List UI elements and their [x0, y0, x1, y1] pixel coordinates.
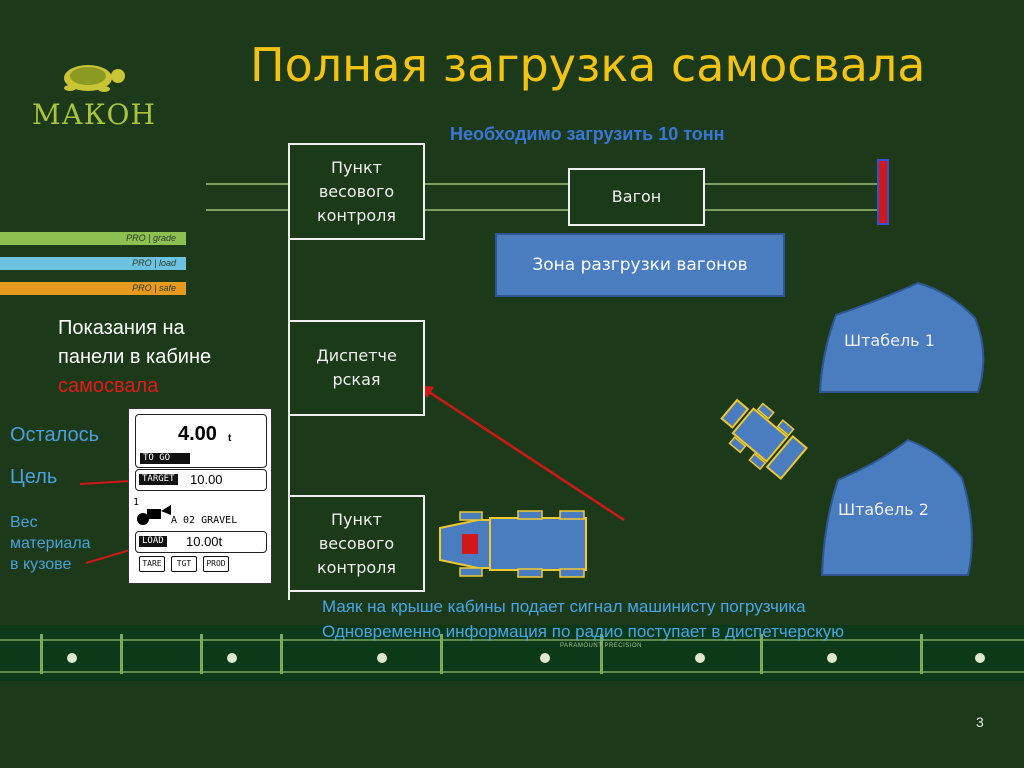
footnote-line1: Маяк на крыше кабины подает сигнал машин…: [322, 597, 806, 616]
page-title: Полная загрузка самосвала: [250, 38, 926, 92]
subtitle: Необходимо загрузить 10 тонн: [450, 124, 725, 144]
track-markers: [40, 634, 923, 674]
stockpile-shape-1: [818, 281, 985, 393]
target-tag: TARGET: [139, 474, 178, 485]
target-value: 10.00: [190, 472, 223, 487]
material-id: 1: [133, 497, 140, 508]
label-weight-line1: Вес: [10, 514, 38, 531]
material-code: A 02 GRAVEL: [171, 515, 238, 526]
stockpile-label-1: Штабель 1: [844, 331, 935, 350]
box-wagon: Вагон: [568, 168, 705, 226]
stockpile-label-2: Штабель 2: [838, 500, 929, 519]
stockpile-shape-2: [820, 438, 973, 576]
softkey-tare[interactable]: TARE: [139, 556, 165, 572]
cab-display-panel: 4.00 t TO GO TARGET 10.00 1 A 02 GRAVEL L…: [128, 408, 272, 584]
lcd-load: LOAD 10.00t: [135, 531, 267, 553]
softkey-prod[interactable]: PROD: [203, 556, 229, 572]
track-text: PARAMOUNT PRECISION: [560, 643, 642, 649]
box-weigh-top: Пункт весового контроля: [288, 143, 425, 240]
radio-arrow-line: [425, 388, 625, 522]
panel-label-line3: самосвала: [58, 375, 159, 397]
to-go-tag: TO GO: [140, 453, 190, 464]
logo-text: МАКОН: [32, 98, 156, 131]
box-dispatch: Диспетче рская: [288, 320, 425, 416]
panel-label: Показания на панели в кабине самосвала: [58, 314, 211, 401]
footnote-line2: Одновременно информация по радио поступа…: [322, 622, 845, 641]
label-remaining: Осталось: [10, 424, 100, 446]
track-dots: [67, 653, 985, 663]
label-weight-line2: материала: [10, 535, 91, 552]
box-weigh-bottom: Пункт весового контроля: [288, 495, 425, 592]
panel-label-line2: панели в кабине: [58, 346, 212, 368]
loader-icon: [720, 398, 808, 481]
lcd-target: TARGET 10.00: [135, 469, 267, 491]
loader-small-icon: [137, 505, 171, 525]
label-weight-line3: в кузове: [10, 556, 72, 573]
softkey-tgt[interactable]: TGT: [171, 556, 197, 572]
remaining-unit: t: [228, 433, 232, 444]
signal-beacon-icon: [462, 534, 478, 554]
product-bar-safe: PRO | safe: [0, 282, 186, 295]
label-target: Цель: [10, 466, 58, 488]
dump-truck-icon: [439, 510, 587, 578]
label-weight: Вес материала в кузове: [10, 512, 91, 575]
load-value: 10.00t: [186, 534, 223, 549]
turtle-icon: [64, 65, 125, 92]
product-bar-load: PRO | load: [0, 257, 186, 270]
remaining-value: 4.00: [178, 423, 217, 445]
footnote: Маяк на крыше кабины подает сигнал машин…: [322, 594, 844, 644]
page-number: 3: [976, 714, 984, 730]
panel-label-line1: Показания на: [58, 317, 185, 339]
product-bar-grade: PRO | grade: [0, 232, 186, 245]
unload-zone: Зона разгрузки вагонов: [495, 233, 785, 297]
load-tag: LOAD: [139, 536, 167, 547]
lcd-remaining: 4.00 t TO GO: [135, 414, 267, 468]
buffer-stop-icon: [877, 159, 889, 225]
